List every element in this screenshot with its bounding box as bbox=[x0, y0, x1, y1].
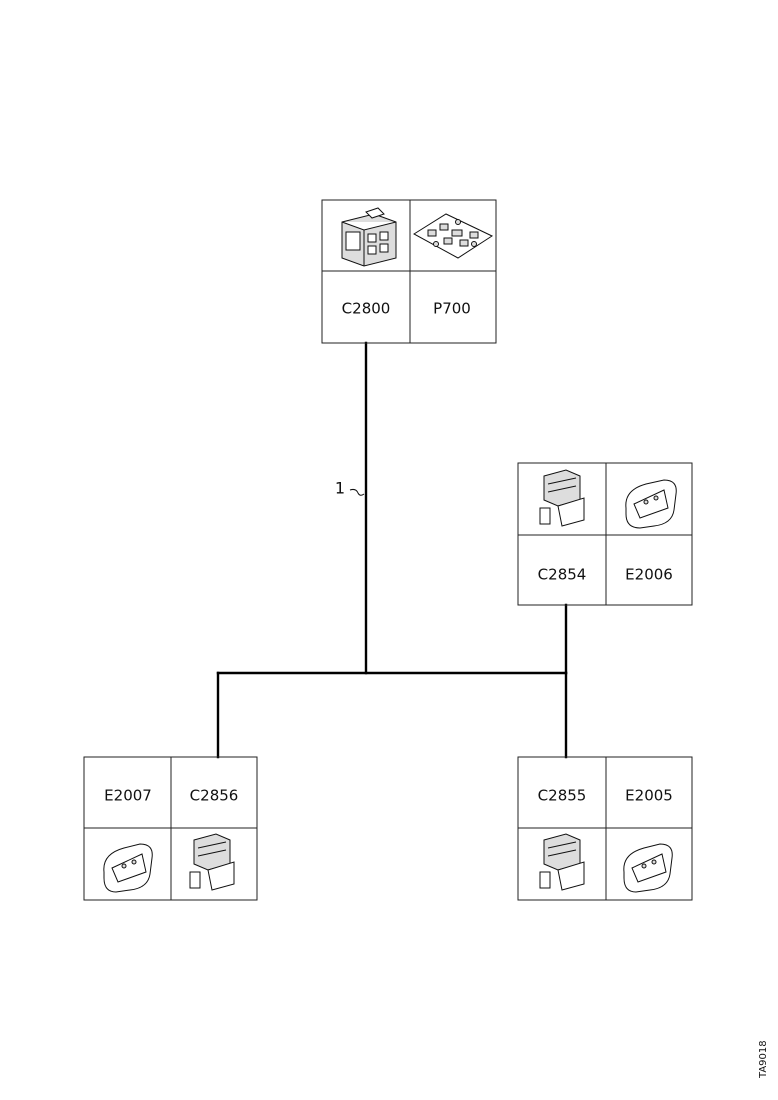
oval-socket-icon bbox=[103, 843, 153, 893]
connector-block-icon bbox=[341, 207, 397, 267]
label-c2856: C2856 bbox=[190, 787, 239, 805]
wire-callout-number: 1 bbox=[335, 479, 345, 498]
label-c2854: C2854 bbox=[538, 566, 587, 584]
label-c2855: C2855 bbox=[538, 787, 587, 805]
circuit-board-icon bbox=[413, 213, 494, 259]
connector-plug-icon bbox=[189, 833, 235, 891]
figure-reference: TA9018 bbox=[758, 1040, 769, 1079]
cell-right-right-label bbox=[605, 534, 693, 606]
cell-bl-right-icon bbox=[170, 827, 258, 901]
label-e2006: E2006 bbox=[625, 566, 673, 584]
connector-block-right: C2854 E2006 bbox=[517, 462, 693, 606]
connector-plug-icon bbox=[539, 833, 585, 891]
connector-block-bottom-left: E2007 C2856 bbox=[83, 756, 258, 901]
cell-br-right-icon bbox=[605, 827, 693, 901]
label-c2800: C2800 bbox=[342, 300, 391, 318]
connector-plug-icon bbox=[539, 469, 585, 527]
oval-socket-icon bbox=[625, 479, 677, 529]
harness-wires bbox=[216, 341, 568, 759]
connector-block-top: C2800 P700 bbox=[321, 199, 497, 344]
oval-socket-icon bbox=[623, 843, 673, 893]
cell-top-right-label bbox=[409, 270, 497, 344]
connector-block-bottom-right: C2855 E2005 bbox=[517, 756, 693, 901]
label-e2005: E2005 bbox=[625, 787, 673, 805]
callout-leader bbox=[349, 488, 365, 496]
label-e2007: E2007 bbox=[104, 787, 152, 805]
label-p700: P700 bbox=[433, 300, 471, 318]
wire-callout: 1 bbox=[335, 479, 365, 498]
